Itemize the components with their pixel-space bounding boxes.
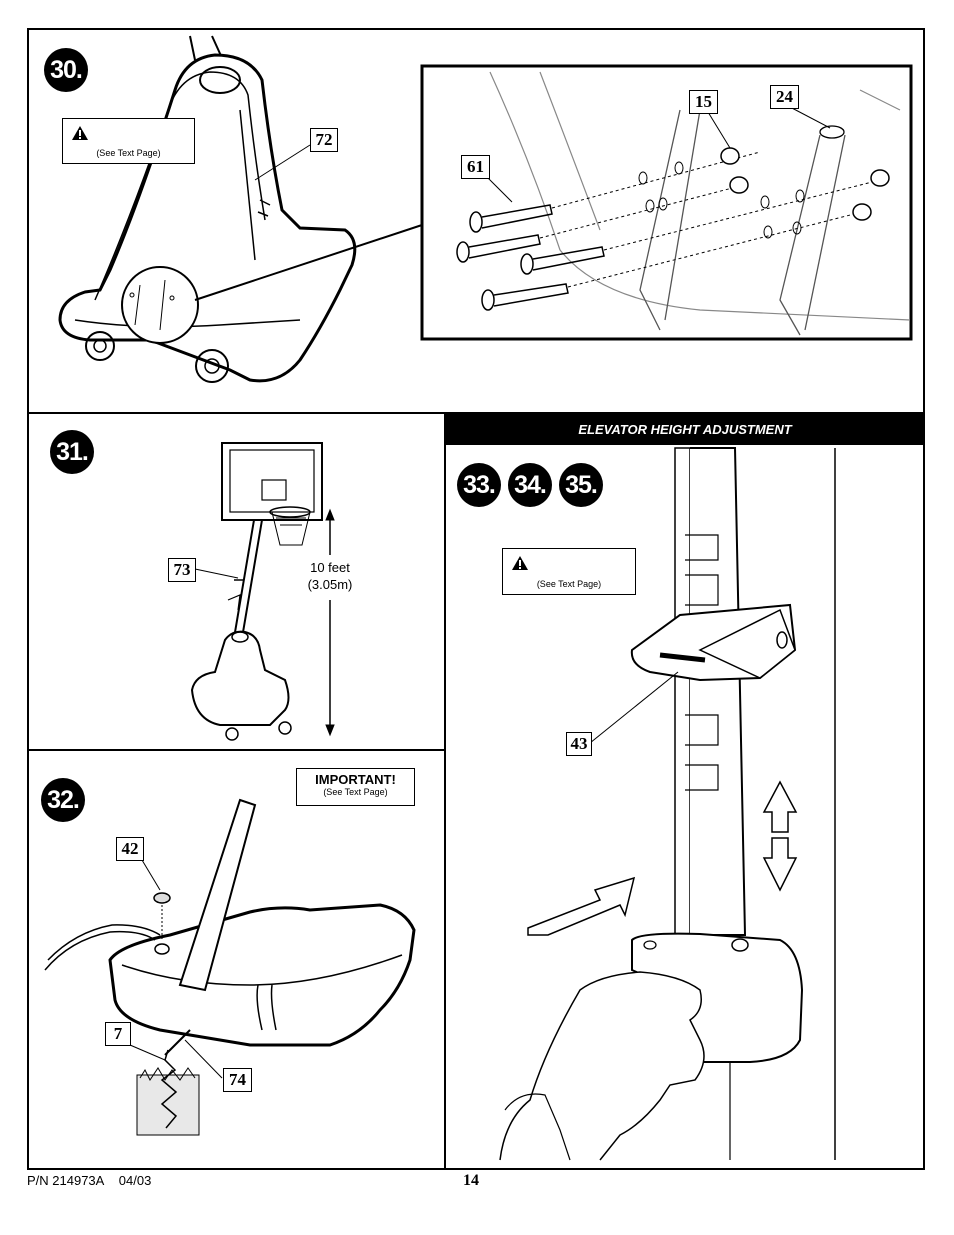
elevator-illustration bbox=[499, 447, 836, 1161]
page-frame bbox=[27, 28, 925, 1170]
height-label: 10 feet (3.05m) bbox=[294, 559, 366, 593]
step-30-marker: 30. bbox=[44, 48, 88, 92]
part-callout-15: 15 bbox=[689, 90, 718, 114]
step-33-marker: 33. bbox=[457, 463, 501, 507]
elevator-section-header: ELEVATOR HEIGHT ADJUSTMENT bbox=[446, 413, 924, 445]
important-title: IMPORTANT! bbox=[315, 772, 396, 787]
height-meters: (3.05m) bbox=[307, 577, 353, 592]
part-callout-42: 42 bbox=[116, 837, 144, 861]
part-callout-73: 73 bbox=[168, 558, 196, 582]
height-arrow bbox=[325, 508, 335, 737]
part-callout-24: 24 bbox=[770, 85, 799, 109]
warning-icon bbox=[72, 126, 88, 140]
revision-date: 04/03 bbox=[118, 1173, 152, 1188]
base-illustration-30 bbox=[58, 35, 423, 383]
footer-part-info: P/N 214973A 04/03 bbox=[27, 1173, 151, 1188]
see-text-page-note: (See Text Page) bbox=[96, 148, 161, 158]
warning-icon bbox=[512, 556, 528, 570]
part-callout-74: 74 bbox=[223, 1068, 252, 1092]
see-text-page-note: (See Text Page) bbox=[536, 579, 602, 589]
part-callout-61: 61 bbox=[461, 155, 490, 179]
part-callout-43: 43 bbox=[566, 732, 592, 756]
page-number: 14 bbox=[463, 1172, 479, 1189]
part-callout-7: 7 bbox=[105, 1022, 131, 1046]
part-callout-72: 72 bbox=[310, 128, 338, 152]
step-32-marker: 32. bbox=[41, 778, 85, 822]
height-feet: 10 feet bbox=[310, 560, 350, 575]
step-34-marker: 34. bbox=[508, 463, 552, 507]
bolt-detail bbox=[456, 71, 911, 336]
warning-box-30: (See Text Page) bbox=[62, 118, 195, 164]
important-box: IMPORTANT! (See Text Page) bbox=[296, 768, 415, 806]
step-35-marker: 35. bbox=[559, 463, 603, 507]
base-fill-illustration-32 bbox=[44, 798, 416, 1136]
part-number: P/N 214973A bbox=[27, 1173, 105, 1188]
see-text-page-note: (See Text Page) bbox=[323, 787, 388, 797]
warning-box-33: (See Text Page) bbox=[502, 548, 636, 595]
hoop-illustration-31 bbox=[190, 442, 323, 741]
step-31-marker: 31. bbox=[50, 430, 94, 474]
